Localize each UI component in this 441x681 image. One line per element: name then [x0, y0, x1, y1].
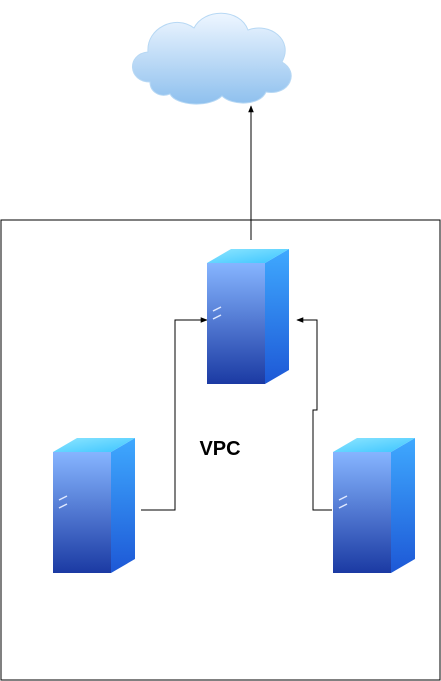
cloud-icon	[132, 12, 292, 105]
vpc-boundary	[0, 219, 441, 681]
server-icon	[206, 248, 290, 385]
edges	[141, 105, 332, 511]
server-icon	[332, 437, 416, 574]
vpc-label: VPC	[199, 438, 241, 460]
server-icon	[52, 437, 136, 574]
edge-server-right-to-server-top	[296, 317, 332, 511]
edge-server-left-to-server-top	[141, 317, 208, 511]
